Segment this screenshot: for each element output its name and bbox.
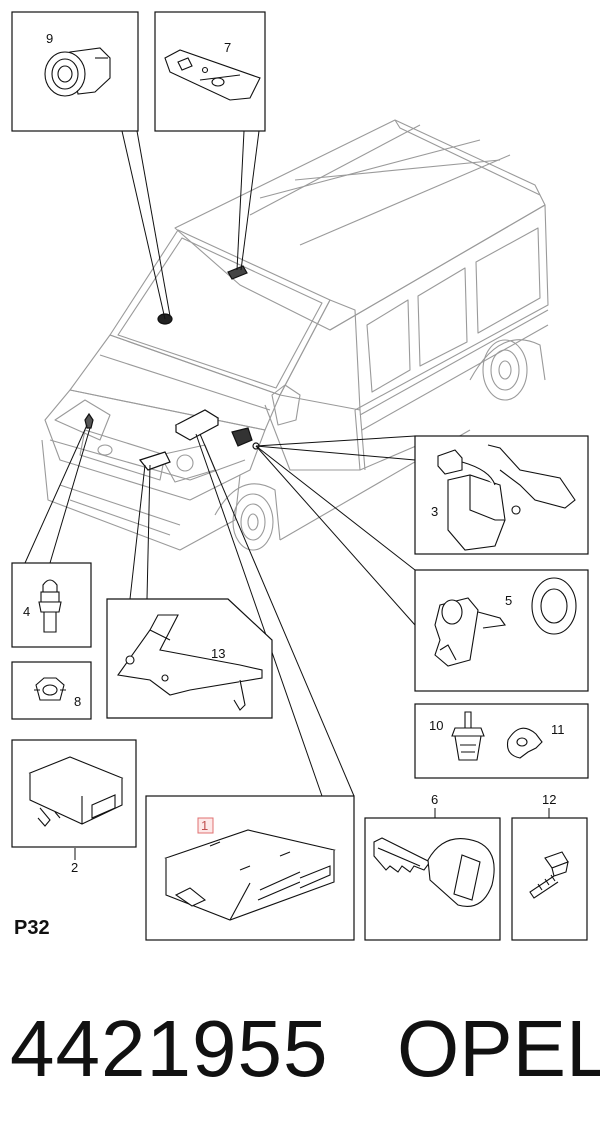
callout-8: 8 xyxy=(74,694,81,709)
callout-5: 5 xyxy=(505,593,512,608)
part-number: 4421955 xyxy=(10,1004,329,1093)
callout-2: 2 xyxy=(71,860,78,875)
callout-box-12 xyxy=(511,817,588,941)
callout-6: 6 xyxy=(431,792,438,807)
callout-box-6 xyxy=(364,817,501,941)
callout-box-1 xyxy=(145,795,355,941)
callout-box-2 xyxy=(11,739,137,848)
callout-box-3 xyxy=(414,435,589,555)
callout-11: 11 xyxy=(551,722,565,737)
callout-ticks xyxy=(74,808,550,860)
callout-box-10-11 xyxy=(414,703,589,779)
leader-lines xyxy=(24,130,416,797)
callout-4: 4 xyxy=(23,604,30,619)
callout-10: 10 xyxy=(429,718,443,733)
mounted-components xyxy=(84,265,260,471)
callout-box-8 xyxy=(11,661,92,720)
brand-name: OPEL xyxy=(397,1004,600,1093)
callout-9: 9 xyxy=(46,31,53,46)
callout-box-13 xyxy=(106,598,273,719)
callout-1: 1 xyxy=(201,818,208,833)
sheet-label: P32 xyxy=(14,917,50,939)
callout-7: 7 xyxy=(224,40,231,55)
callout-box-5 xyxy=(414,569,589,692)
callout-box-7 xyxy=(154,11,266,132)
callout-box-9 xyxy=(11,11,139,132)
callout-3: 3 xyxy=(431,504,438,519)
callout-box-4 xyxy=(11,562,92,648)
callout-12: 12 xyxy=(542,792,556,807)
callout-labels: 9 7 4 8 13 2 1 3 5 10 11 6 12 xyxy=(23,31,565,875)
callout-13: 13 xyxy=(211,646,225,661)
